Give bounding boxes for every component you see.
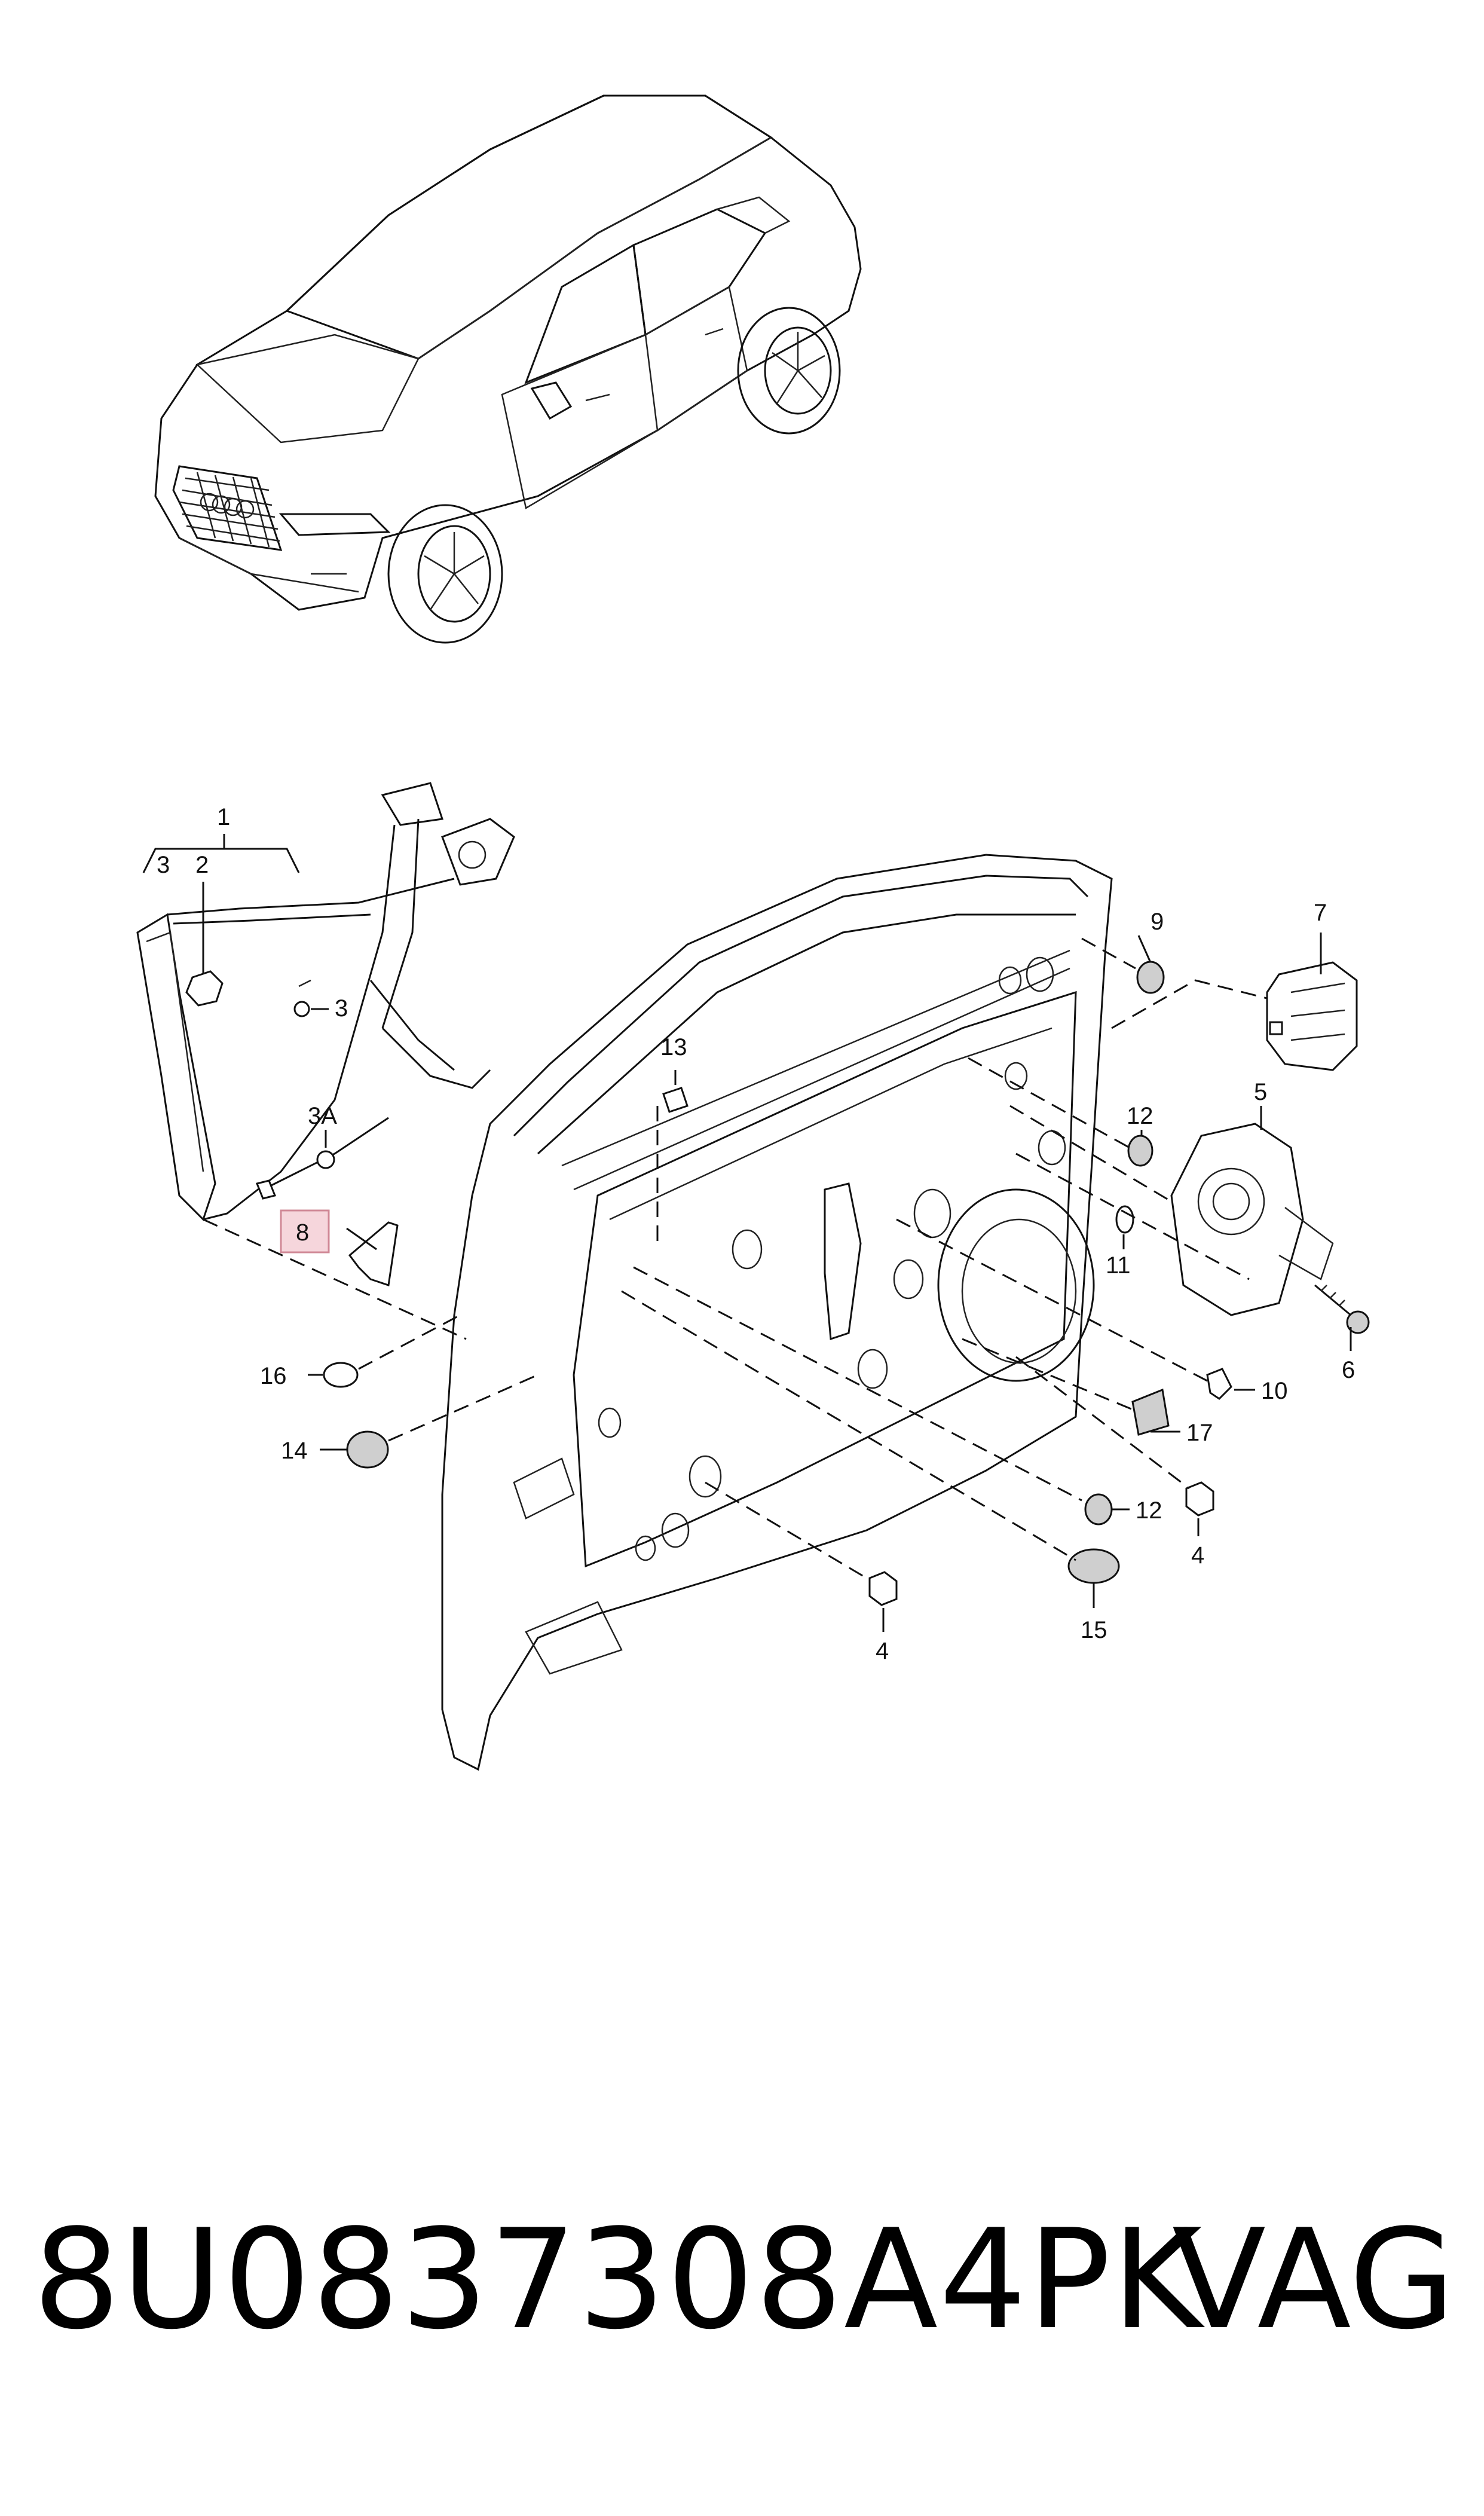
callout-3a: 3A: [308, 1103, 337, 1129]
grommet-9: [1136, 961, 1165, 994]
callout-14: 14: [281, 1438, 308, 1464]
callout-7: 7: [1314, 900, 1327, 926]
window-regulator: [136, 782, 515, 1221]
grommet-12-lower: [1084, 1493, 1113, 1526]
grommet-14: [346, 1430, 389, 1469]
callout-12-lower: 12: [1136, 1497, 1162, 1524]
callout-12-upper: 12: [1127, 1103, 1153, 1129]
callout-10: 10: [1261, 1378, 1288, 1404]
nut-4-lower: [868, 1571, 898, 1606]
callout-labels: 1 3 2 3 3A 8 16 14 13 9 7 12 5 11 6 10 1…: [157, 804, 1355, 1664]
clip-13: [662, 1087, 689, 1113]
callout-15: 15: [1081, 1617, 1107, 1643]
parts-diagram: 1 3 2 3 3A 8 16 14 13 9 7 12 5 11 6 10 1…: [136, 94, 1370, 1771]
callout-17: 17: [1186, 1420, 1213, 1446]
callout-4-right: 4: [1191, 1542, 1204, 1569]
leader-lines: [142, 834, 1352, 1632]
clip-11: [1115, 1205, 1134, 1234]
callout-8-highlight: [280, 1209, 330, 1254]
callout-3-top: 3: [157, 852, 170, 878]
cable-3a: [255, 1117, 389, 1200]
brand-name: VAG: [1171, 2200, 1455, 2360]
callout-9: 9: [1151, 909, 1164, 935]
nut-icon: [185, 970, 224, 1007]
clip-10: [1206, 1368, 1232, 1400]
nut-4-right: [1185, 1481, 1214, 1517]
callout-5: 5: [1254, 1079, 1267, 1105]
callout-16: 16: [260, 1363, 287, 1389]
plug-15: [1067, 1548, 1120, 1584]
callout-2: 2: [195, 852, 209, 878]
window-motor-5: [1170, 1123, 1334, 1316]
bracket-part: [348, 1221, 399, 1286]
callout-13: 13: [660, 1034, 687, 1060]
pad-17: [1131, 1388, 1170, 1436]
callout-3-mid: 3: [335, 995, 348, 1022]
screw-6: [1314, 1284, 1370, 1334]
grommet-12-upper: [1127, 1135, 1153, 1167]
callout-6: 6: [1342, 1357, 1355, 1383]
callout-1: 1: [217, 804, 230, 830]
callout-8: 8: [296, 1219, 309, 1246]
door-shell: [441, 854, 1113, 1771]
plug-16: [323, 1362, 359, 1388]
callout-11: 11: [1106, 1252, 1131, 1279]
footer: 8U0837308A4PK VAG: [33, 2212, 1455, 2415]
control-module-7: [1266, 961, 1358, 1071]
vehicle-illustration: [154, 94, 862, 644]
part-number: 8U0837308A4PK: [33, 2200, 1204, 2360]
callout-4-lower: 4: [876, 1638, 889, 1664]
